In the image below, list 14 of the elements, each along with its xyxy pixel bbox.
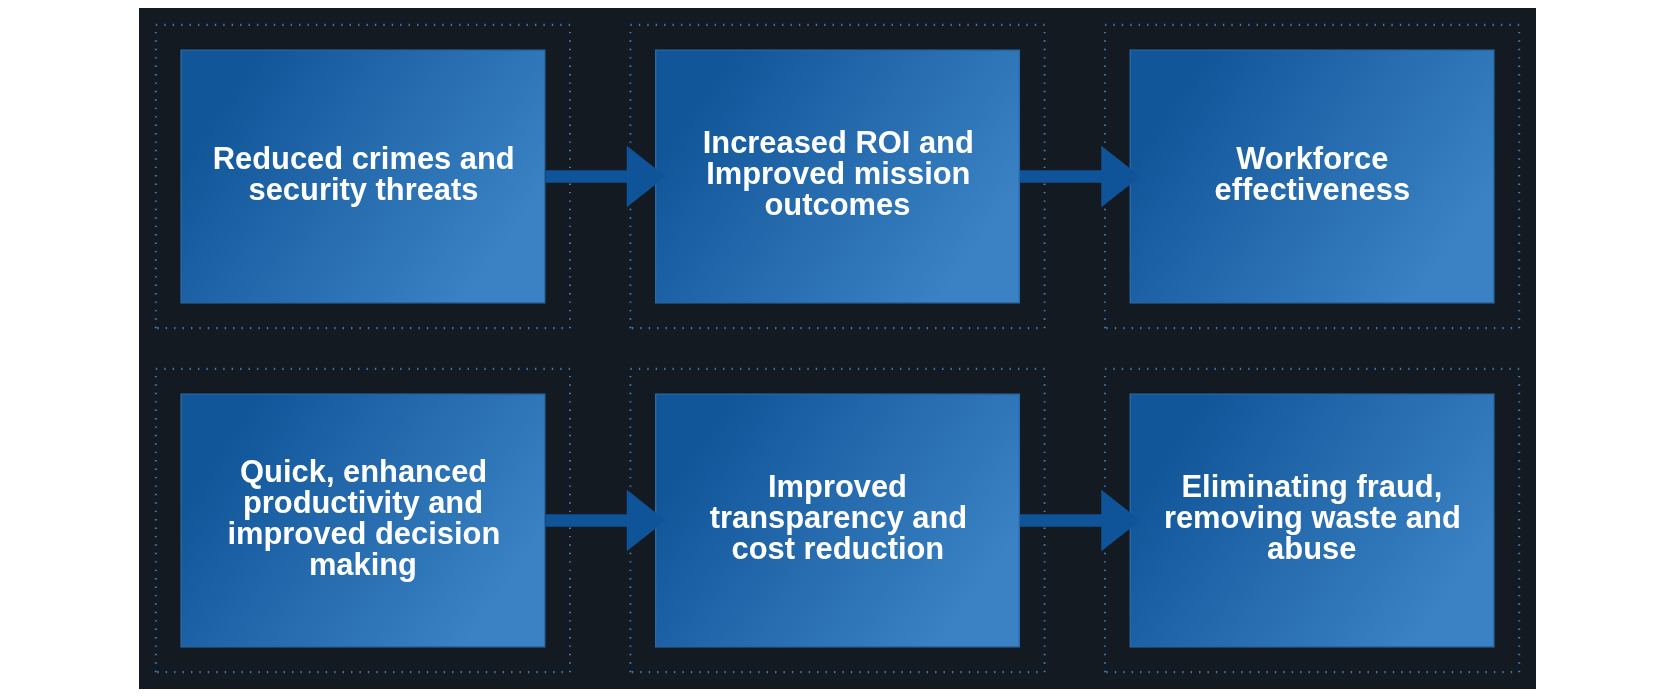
- cluster: [154, 367, 572, 674]
- arrow: [545, 489, 666, 552]
- arrow: [545, 145, 666, 208]
- node-box: Eliminating fraud, removing waste and abuse: [1129, 393, 1495, 648]
- cluster: [629, 23, 1046, 330]
- arrow: [1019, 489, 1141, 552]
- cluster: [629, 367, 1046, 674]
- cluster: [154, 23, 572, 330]
- node-box: Reduced crimes and security threats: [180, 49, 546, 304]
- node-box: Improved transparency and cost reduction: [654, 393, 1021, 648]
- arrow: [1019, 145, 1141, 208]
- node-box: Quick, enhanced productivity and improved decision making: [180, 393, 546, 648]
- node-box: Workforce effectiveness: [1129, 49, 1495, 304]
- node-box: Increased ROI and Improved mission outcomes: [654, 49, 1021, 304]
